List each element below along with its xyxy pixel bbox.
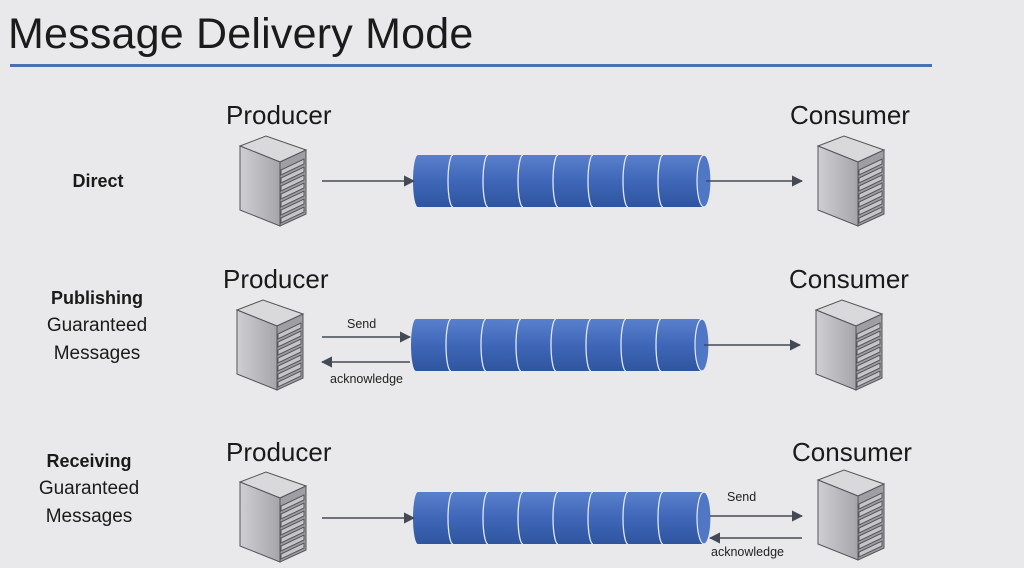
consumer-label: Consumer: [789, 264, 909, 294]
acknowledge-label: acknowledge: [711, 545, 784, 559]
consumer-label: Consumer: [790, 100, 910, 130]
consumer-server-icon: [817, 469, 885, 561]
acknowledge-label: acknowledge: [330, 372, 403, 386]
consumer-server-icon: [815, 299, 883, 391]
message-queue: [412, 154, 712, 208]
send-label: Send: [727, 490, 757, 504]
message-queue: [412, 491, 712, 545]
mode-line: Messages: [53, 343, 141, 364]
mode-receiving: Receiving Guaranteed Messages: [28, 447, 150, 531]
producer-label: Producer: [223, 264, 329, 294]
send-label: Send: [347, 317, 377, 331]
producer-label: Producer: [226, 100, 332, 130]
mode-title: Receiving: [46, 451, 132, 471]
consumer-server-icon: [817, 135, 885, 227]
mode-title: Publishing: [51, 288, 143, 308]
producer-server-icon: [239, 135, 307, 227]
consumer-label: Consumer: [792, 437, 912, 467]
producer-label: Producer: [226, 437, 332, 467]
title-divider: [10, 64, 932, 67]
message-queue: [410, 318, 710, 372]
mode-publishing: Publishing Guaranteed Messages: [36, 284, 158, 368]
mode-title: Direct: [72, 171, 124, 191]
producer-server-icon: [239, 471, 307, 563]
mode-line: Guaranteed: [38, 478, 140, 499]
mode-direct: Direct: [48, 167, 148, 195]
page-title: Message Delivery Mode: [8, 10, 474, 58]
mode-line: Messages: [45, 506, 133, 527]
mode-line: Guaranteed: [46, 315, 148, 336]
producer-server-icon: [236, 299, 304, 391]
